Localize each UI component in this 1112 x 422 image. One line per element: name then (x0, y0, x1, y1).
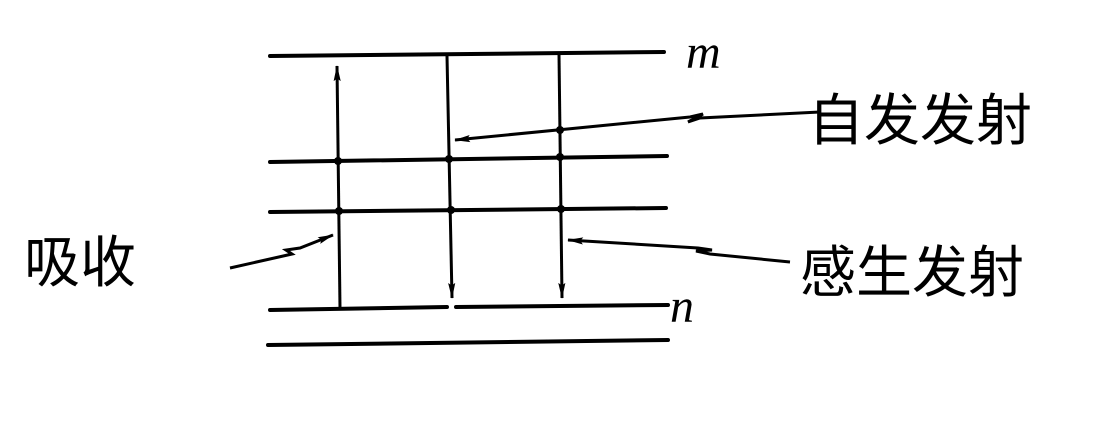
upper-level-label: m (686, 26, 721, 79)
absorption-photon-arrow (229, 233, 334, 270)
energy-level-lowest (266, 338, 670, 347)
lower-level-label: n (670, 280, 694, 333)
stimulated-emission-label: 感生发射 (800, 241, 1024, 306)
energy-level-3 (268, 206, 668, 214)
spontaneous-emission-label: 自发发射 (808, 89, 1032, 154)
absorption-transition-arrow (333, 65, 342, 309)
stimulated-emission-transition-arrow (557, 53, 566, 299)
energy-level-n-right (454, 303, 670, 309)
spontaneous-emission-transition-arrow (445, 55, 456, 299)
energy-level-m (268, 50, 666, 58)
stimulated-photon-arrow (567, 237, 791, 264)
energy-level-2 (268, 154, 669, 164)
spontaneous-photon-arrow (454, 110, 821, 143)
absorption-label: 吸收 (24, 231, 136, 296)
energy-level-n-left (268, 305, 449, 312)
